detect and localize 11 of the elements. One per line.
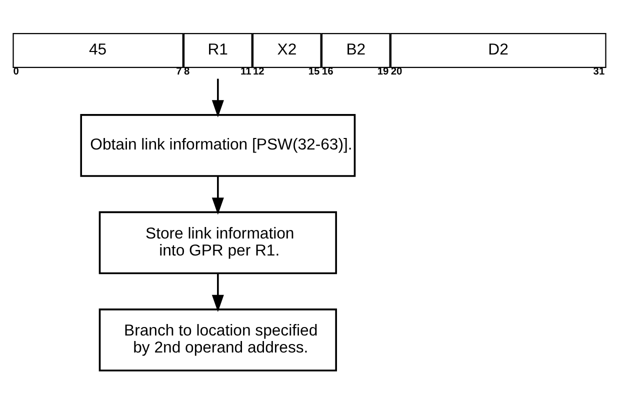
node-box: R1 [183, 32, 252, 68]
node-box: X2 [252, 32, 322, 68]
node-box: Branch to location specified by 2nd operand address. [98, 308, 337, 371]
arrow [212, 272, 224, 312]
node-box: B2 [321, 32, 390, 68]
node-box: 45 [12, 32, 184, 68]
arrow [212, 78, 224, 117]
node-box: D2 [390, 32, 606, 68]
node-box: Store link information into GPR per R1. [98, 210, 337, 274]
arrow [212, 176, 224, 214]
node-box: Obtain link information [PSW(32-63)]. [80, 114, 356, 176]
